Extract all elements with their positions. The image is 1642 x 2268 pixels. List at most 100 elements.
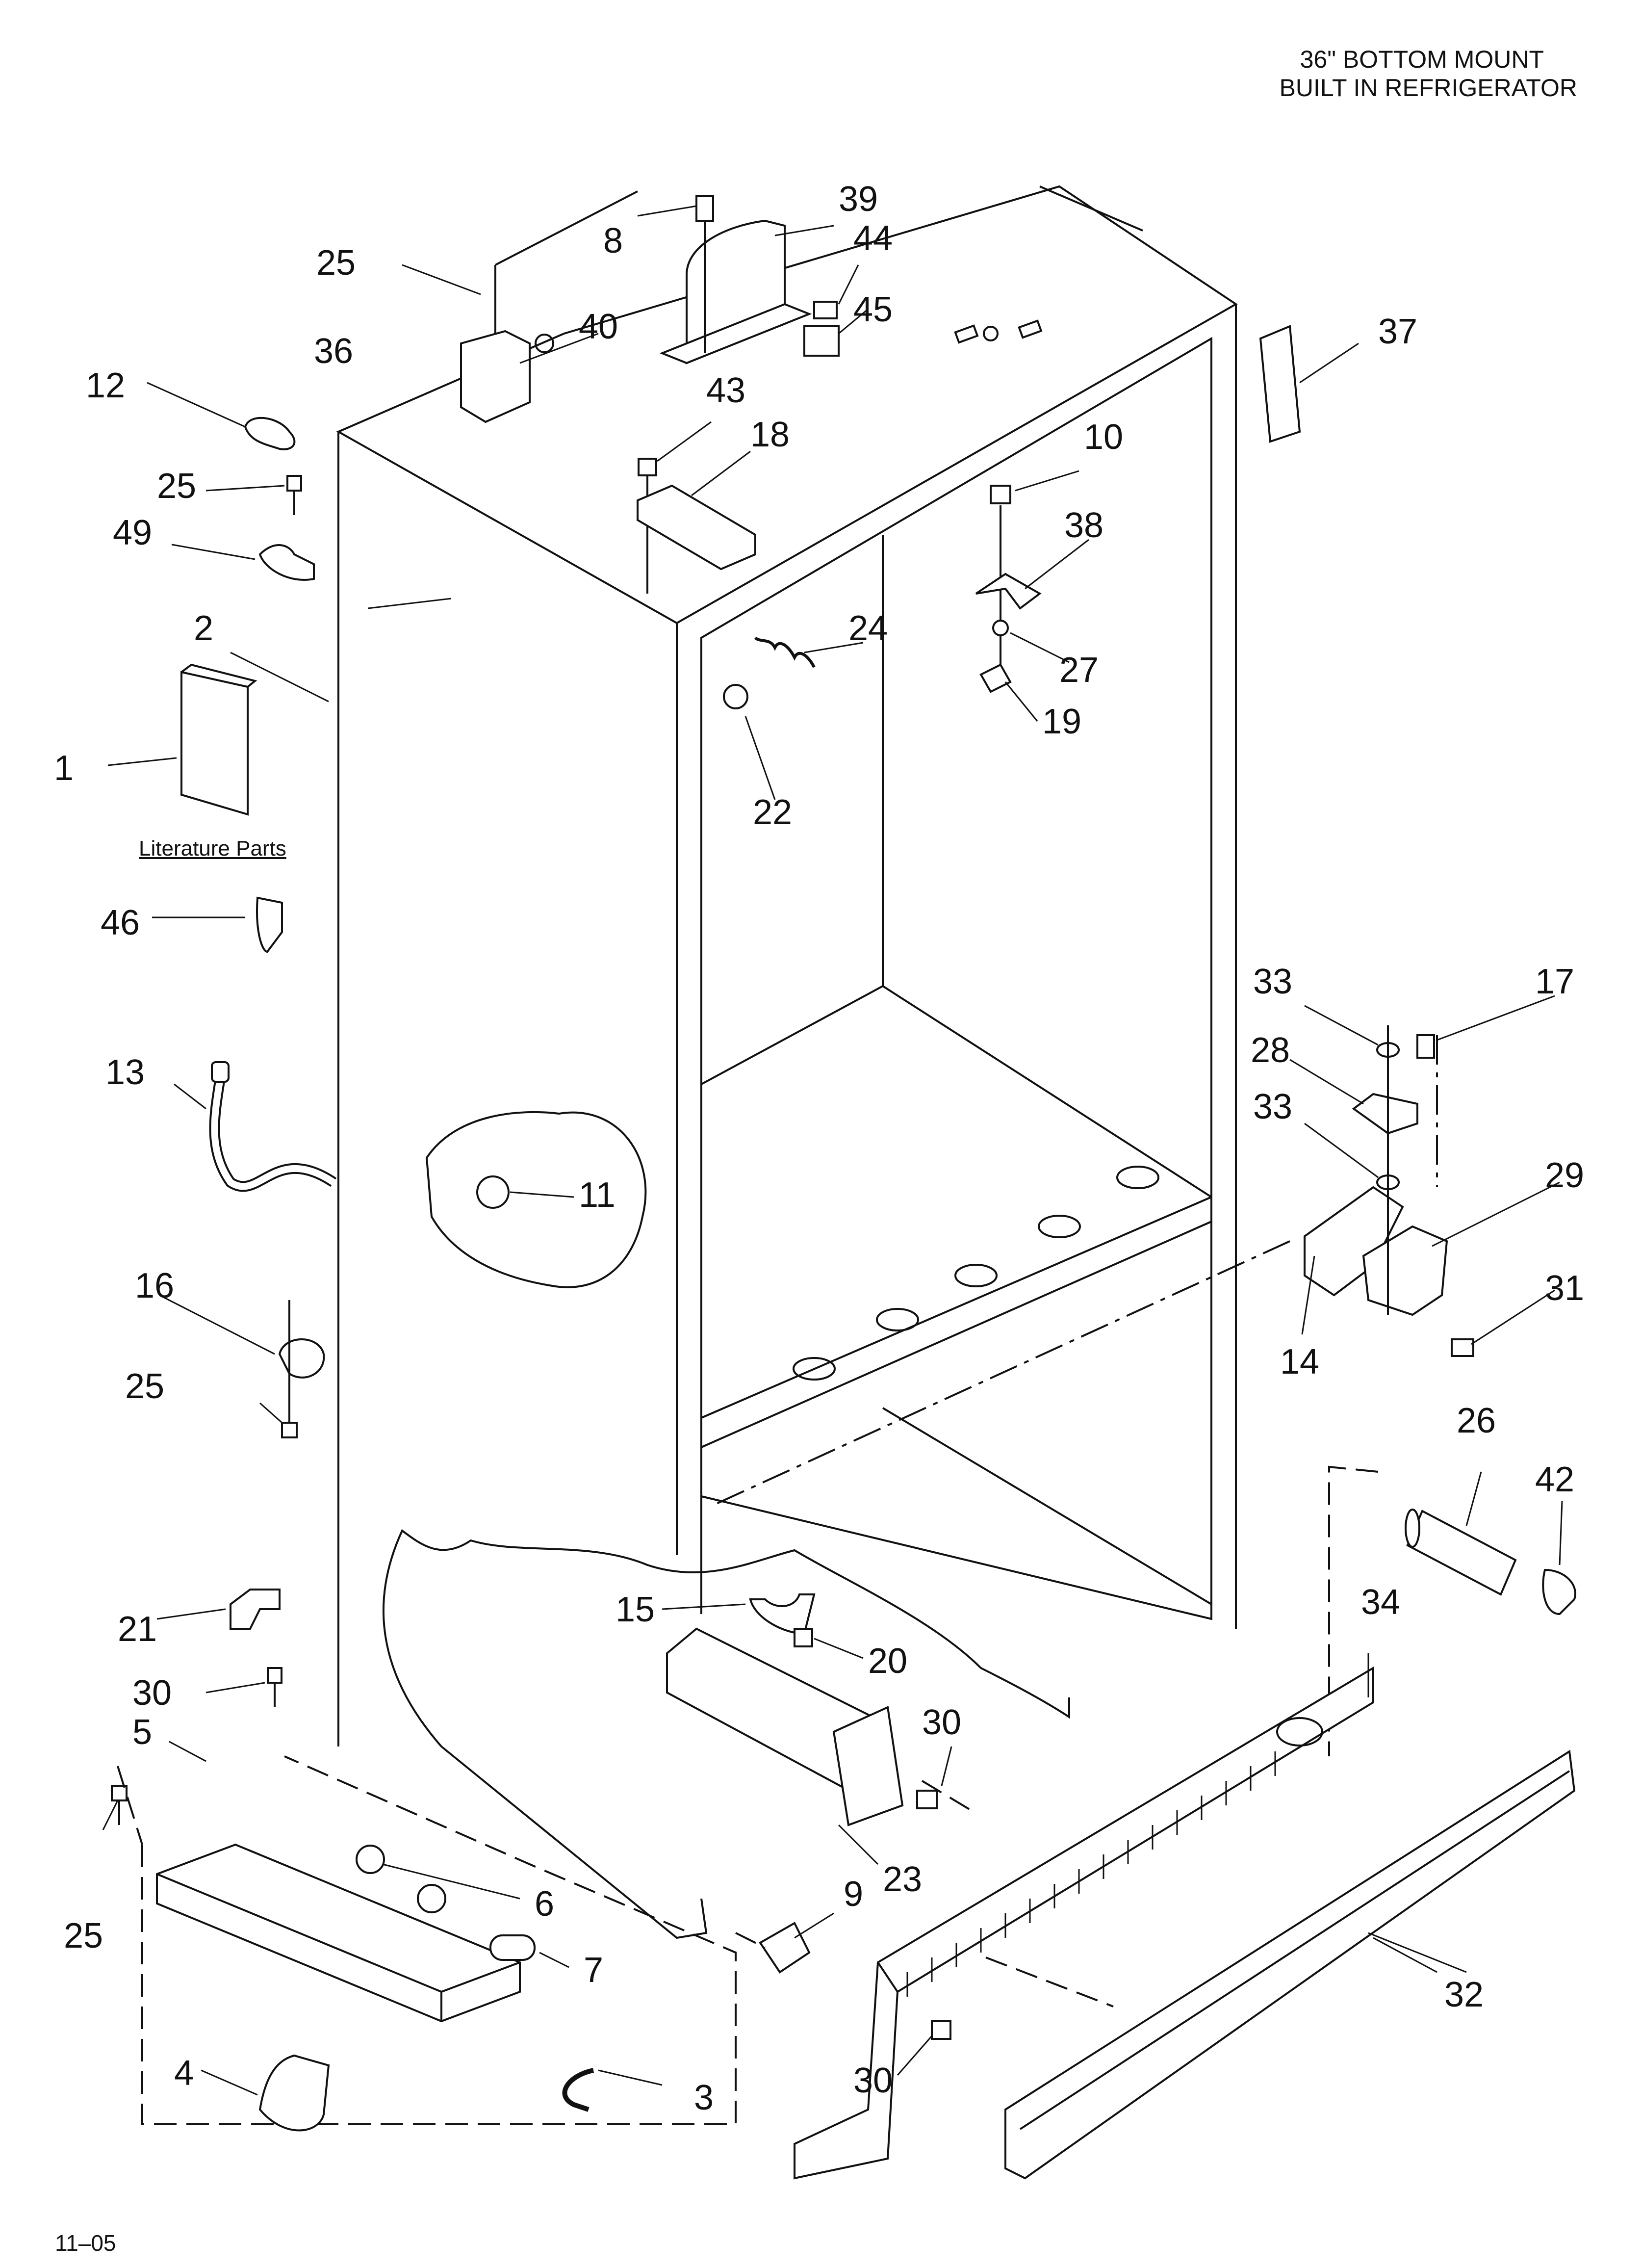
callout-34: 34	[1361, 1583, 1400, 1622]
tube-cap	[211, 1061, 230, 1083]
callout-22: 22	[753, 793, 792, 832]
callout-28: 28	[1251, 1031, 1290, 1070]
vent-hole	[1116, 1166, 1159, 1189]
callout-45: 45	[853, 290, 893, 329]
callout-44: 44	[853, 219, 893, 258]
clip-part-3	[562, 2068, 594, 2112]
callout-23: 23	[883, 1860, 922, 1899]
callout-18: 18	[750, 415, 790, 454]
cylinder-part-26	[1406, 1510, 1517, 1596]
vent-hole	[1038, 1215, 1081, 1238]
callout-11: 11	[579, 1175, 616, 1215]
revision-code: 11–05	[55, 2230, 116, 2256]
bumper-part-22	[723, 684, 748, 709]
callout-30: 30	[132, 1673, 172, 1713]
screw-part-44	[813, 301, 838, 319]
nut-part-27	[992, 620, 1009, 636]
hinge-part-28	[1352, 1093, 1418, 1135]
screw-part-20	[794, 1628, 813, 1647]
hinge-part-29	[1362, 1225, 1448, 1316]
cabinet-bottom	[440, 1746, 708, 1939]
top-hole	[535, 334, 554, 353]
kickplate-part-32	[1004, 1749, 1576, 2180]
callout-7: 7	[584, 1951, 603, 1990]
clip-part-46	[256, 896, 283, 953]
callout-25: 25	[157, 467, 196, 506]
callout-15: 15	[616, 1590, 655, 1629]
base-rail	[156, 1843, 521, 2023]
callout-13: 13	[105, 1053, 145, 1092]
callout-9: 9	[844, 1875, 863, 1914]
spring-part-24	[754, 636, 816, 668]
callout-numbers: 1 2 3 4 5 6 7 8 9 10 11 12 13 14 15 16 1…	[54, 180, 1584, 2117]
cabinet-shelf-line	[701, 985, 1212, 1198]
callout-30: 30	[922, 1703, 961, 1742]
back-panel-top	[495, 190, 638, 266]
pin-part-17	[1416, 1034, 1435, 1059]
vent-hole	[954, 1264, 998, 1287]
diagram-title-line1: 36" BOTTOM MOUNT	[1300, 46, 1544, 73]
callout-37: 37	[1378, 312, 1417, 351]
connector-part-45	[803, 325, 840, 357]
callout-6: 6	[535, 1884, 554, 1924]
leader-lines	[102, 205, 1563, 2096]
screw-part-10	[990, 485, 1011, 504]
callout-14: 14	[1280, 1342, 1319, 1382]
callout-42: 42	[1535, 1460, 1574, 1499]
callout-27: 27	[1059, 651, 1099, 690]
callout-16: 16	[135, 1266, 174, 1305]
callout-33: 33	[1253, 962, 1292, 1001]
hinge-plate-part-18	[637, 484, 756, 571]
callout-25: 25	[64, 1916, 103, 1955]
callout-5: 5	[132, 1713, 152, 1752]
washer-part-19	[979, 663, 1012, 693]
callout-39: 39	[839, 180, 878, 219]
screw-part-25	[286, 475, 302, 492]
callout-21: 21	[118, 1610, 157, 1649]
flange-part-23	[832, 1706, 904, 1826]
box-part-40	[460, 330, 531, 423]
callout-10: 10	[1084, 417, 1123, 457]
screw-part-8	[695, 195, 714, 222]
screw-part-25	[111, 1785, 128, 1801]
callout-38: 38	[1064, 506, 1103, 545]
callout-8: 8	[603, 221, 623, 261]
knob-part-42	[1542, 1568, 1576, 1616]
callout-43: 43	[706, 371, 745, 410]
callout-1: 1	[54, 749, 74, 788]
callout-20: 20	[868, 1642, 907, 1681]
screw-part-43	[638, 458, 657, 476]
callout-24: 24	[848, 609, 888, 648]
clip-part-12	[244, 417, 296, 450]
callout-3: 3	[694, 2078, 714, 2117]
callout-36: 36	[314, 332, 353, 371]
screw-part-30	[267, 1667, 282, 1684]
callout-33: 33	[1253, 1087, 1292, 1126]
callout-49: 49	[113, 513, 152, 552]
callout-25: 25	[125, 1367, 164, 1406]
callout-25: 25	[316, 243, 356, 283]
cabinet-opening	[700, 337, 1212, 1620]
callout-40: 40	[579, 307, 618, 346]
cabinet-2	[336, 185, 1238, 1747]
bracket-part-38	[975, 573, 1042, 610]
freezer-floor	[882, 1407, 1212, 1605]
literature-booklet-part	[180, 671, 249, 816]
callout-30: 30	[853, 2061, 893, 2100]
literature-parts-label: Literature Parts	[139, 836, 286, 860]
seal-ring-part-7	[489, 1934, 536, 1961]
caster-part-4	[258, 2054, 330, 2132]
divider-top	[701, 1196, 1212, 1419]
grille-part-34	[794, 1666, 1374, 2180]
plug-part-11	[476, 1175, 510, 1209]
divider-bottom	[701, 1221, 1212, 1448]
screw-part-30	[931, 2020, 951, 2040]
callout-12: 12	[86, 366, 125, 405]
callout-26: 26	[1457, 1401, 1496, 1440]
callout-2: 2	[194, 609, 213, 648]
literature-booklet-edge	[180, 663, 257, 688]
vent-hole	[876, 1308, 919, 1331]
clamp-part-49	[258, 544, 315, 581]
grommet-part-6	[356, 1845, 385, 1874]
